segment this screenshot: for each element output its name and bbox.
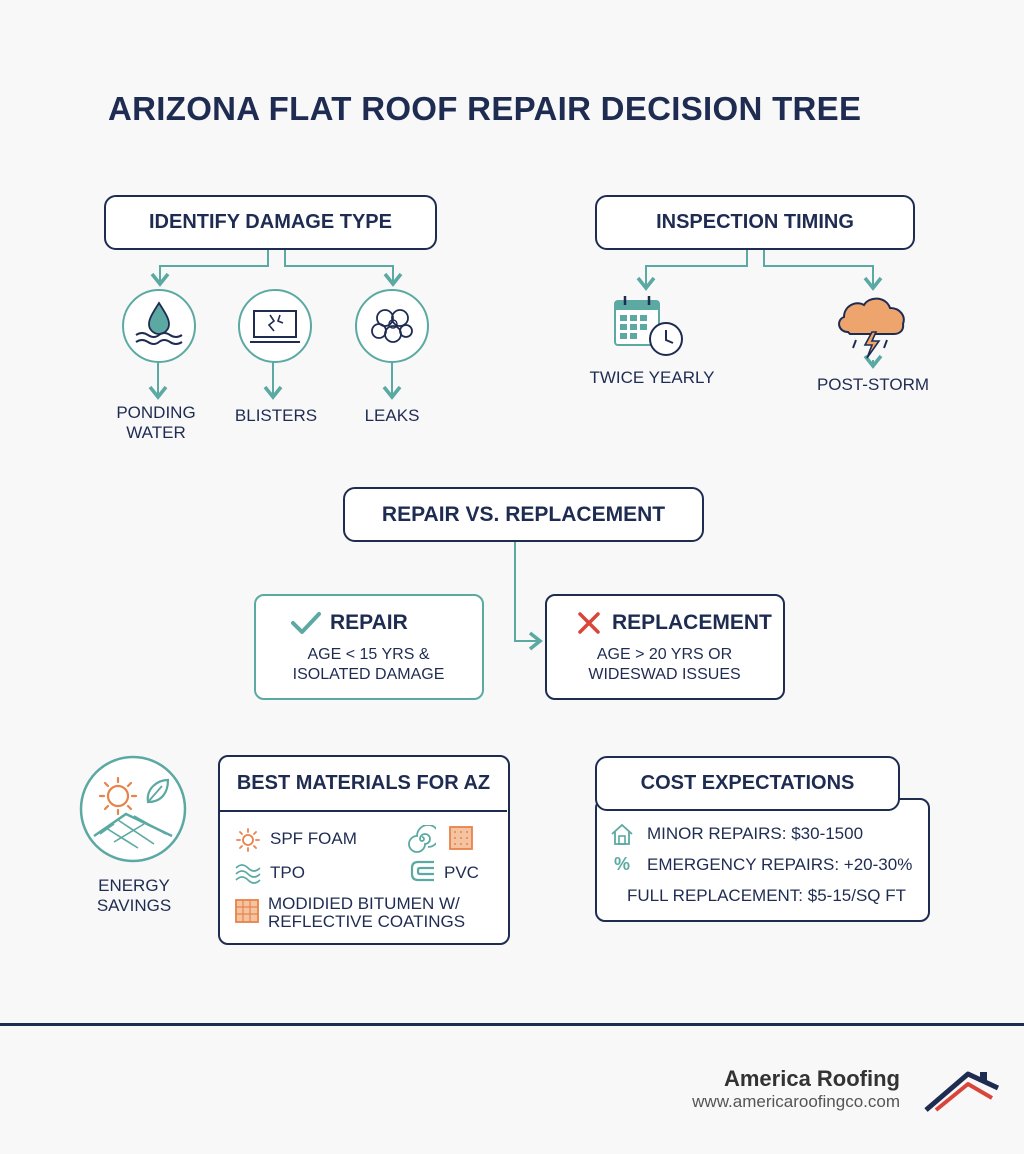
replacement-criteria-line-1: AGE > 20 YRS OR (596, 646, 733, 663)
pipe-icon (410, 860, 434, 882)
swirl-icon (408, 825, 436, 853)
materials-heading: BEST MATERIALS FOR AZ (220, 757, 507, 812)
materials-box: BEST MATERIALS FOR AZ SPF FOAM TPO PVC (218, 755, 510, 945)
brand-url[interactable]: www.americaroofingco.com (692, 1092, 900, 1111)
brand-name: America Roofing (723, 1066, 900, 1091)
cost-heading: COST EXPECTATIONS (640, 772, 855, 794)
replacement-criteria-line-2: WIDESWAD ISSUES (588, 666, 741, 683)
damage-type-box: IDENTIFY DAMAGE TYPE (104, 195, 437, 250)
x-icon (578, 612, 600, 634)
bitumen-tile-icon (235, 899, 259, 923)
replacement-box: REPLACEMENT AGE > 20 YRS OR WIDESWAD ISS… (545, 594, 785, 700)
blisters-label: BLISTERS (234, 406, 318, 425)
roof-logo-icon (924, 1071, 1000, 1112)
emergency-repairs-cost: EMERGENCY REPAIRS: +20-30% (647, 855, 913, 874)
leaks-label: LEAKS (364, 406, 420, 425)
spf-foam-label: SPF FOAM (270, 829, 357, 848)
post-storm-label: POST-STORM (816, 375, 930, 394)
calendar-clock-icon (614, 296, 683, 356)
water-drop-icon (122, 289, 196, 363)
house-icon (611, 823, 633, 845)
modified-bitumen-line-1: MODIDIED BITUMEN W/ (268, 894, 460, 913)
storm-cloud-icon (838, 297, 905, 359)
foam-block-icon (449, 826, 473, 850)
membrane-layers-icon (235, 864, 261, 884)
page-title: ARIZONA FLAT ROOF REPAIR DECISION TREE (108, 90, 862, 127)
modified-bitumen-line-2: REFLECTIVE COATINGS (268, 912, 466, 931)
cracked-surface-icon (238, 289, 312, 363)
check-icon (291, 612, 321, 634)
percent-icon: % (614, 854, 631, 874)
damage-type-heading: IDENTIFY DAMAGE TYPE (149, 211, 392, 233)
footer-divider (0, 1023, 1024, 1026)
tpo-label: TPO (270, 863, 305, 882)
repair-criteria-line-2: ISOLATED DAMAGE (292, 666, 445, 683)
twice-yearly-label: TWICE YEARLY (589, 368, 715, 387)
replacement-title: REPLACEMENT (612, 611, 772, 634)
cost-heading-box: COST EXPECTATIONS (595, 756, 900, 811)
sun-leaf-roof-icon (79, 755, 187, 863)
repair-title: REPAIR (330, 611, 408, 634)
minor-repairs-cost: MINOR REPAIRS: $30-1500 (647, 824, 864, 843)
inspection-timing-box: INSPECTION TIMING (595, 195, 915, 250)
bubbles-icon (355, 289, 429, 363)
repair-vs-replacement-box: REPAIR VS. REPLACEMENT (343, 487, 704, 542)
repair-vs-replacement-heading: REPAIR VS. REPLACEMENT (381, 502, 666, 526)
inspection-timing-heading: INSPECTION TIMING (656, 211, 854, 233)
full-replacement-cost: FULL REPLACEMENT: $5-15/SQ FT (627, 886, 907, 905)
cost-box: MINOR REPAIRS: $30-1500 % EMERGENCY REPA… (595, 798, 930, 922)
repair-box: REPAIR AGE < 15 YRS & ISOLATED DAMAGE (254, 594, 484, 700)
sun-icon (236, 828, 260, 852)
repair-criteria-line-1: AGE < 15 YRS & (307, 646, 430, 663)
pvc-label: PVC (444, 863, 479, 882)
